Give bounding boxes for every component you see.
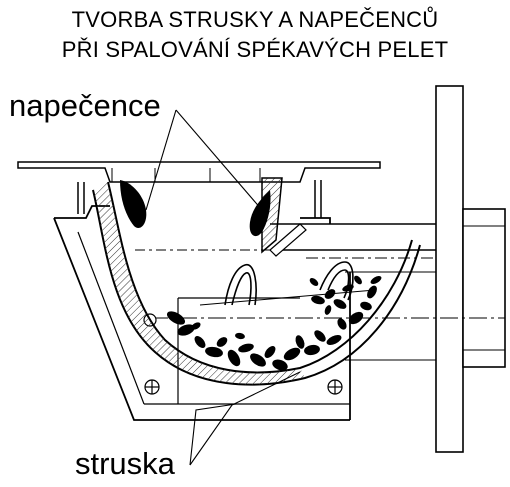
diagram-title: TVORBA STRUSKY A NAPEČENCŮ [71, 7, 439, 32]
napecence-leader-line [175, 109, 263, 211]
sinter-deposit [120, 180, 271, 237]
struska-leader-line [189, 371, 301, 466]
slag-callout-label: struska [75, 446, 175, 481]
struska-leader-line [189, 403, 237, 466]
sinter-callout-label: napečence [9, 88, 161, 123]
flange-plate [435, 85, 506, 453]
bolt [144, 379, 160, 395]
top-cover-plate [17, 161, 381, 218]
leader-lines [145, 109, 301, 466]
bolt [327, 379, 343, 395]
slag-clumps [166, 275, 382, 371]
diagram-subtitle: PŘI SPALOVÁNÍ SPÉKAVÝCH PELET [61, 37, 449, 62]
napecence-leader-line [145, 109, 177, 211]
outer-housing [53, 205, 351, 421]
